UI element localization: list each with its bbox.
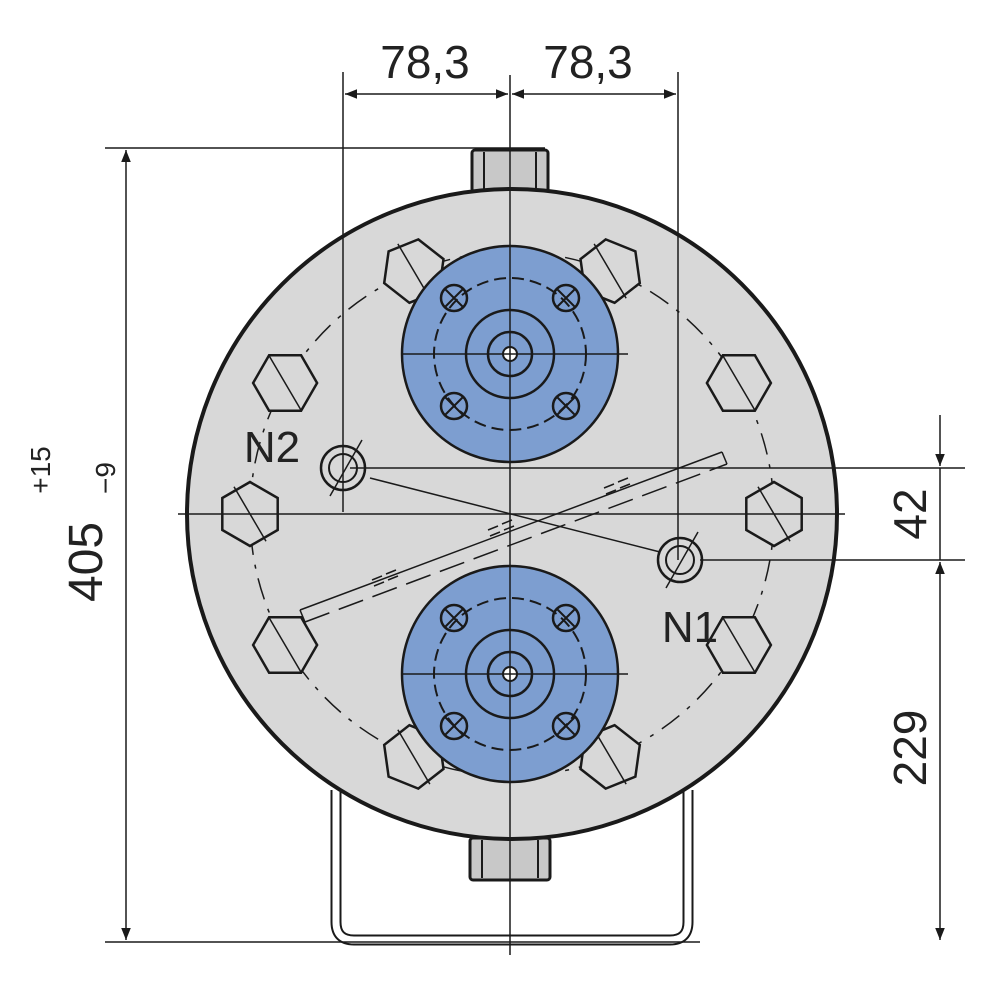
flange-bolt-hole xyxy=(439,391,469,421)
weld-marks xyxy=(371,477,631,587)
flange-bolt-hole xyxy=(439,283,469,313)
dim-tolerance-upper: +15 xyxy=(25,446,56,494)
hex-nut xyxy=(705,616,773,674)
flange-bolt-hole xyxy=(439,603,469,633)
flange-bolt-hole xyxy=(551,391,581,421)
dim-right-offset: 78,3 xyxy=(543,36,633,88)
dim-left-offset: 78,3 xyxy=(380,36,470,88)
dim-lower-height: 229 xyxy=(884,710,936,787)
flange-bolt-hole xyxy=(439,711,469,741)
dim-tolerance-lower: −9 xyxy=(90,462,121,494)
flange-bolt-hole xyxy=(551,603,581,633)
dim-nozzle-spacing: 42 xyxy=(884,488,936,539)
section-line xyxy=(299,451,723,611)
hex-nut xyxy=(251,616,319,674)
flange-bolt-hole xyxy=(551,711,581,741)
perimeter-hex-nuts xyxy=(221,237,803,791)
label-nozzle-n2: N2 xyxy=(244,423,300,472)
hex-nut xyxy=(705,354,773,412)
hex-nut xyxy=(251,354,319,412)
label-nozzle-n1: N1 xyxy=(662,603,718,652)
flange-bolt-hole xyxy=(551,283,581,313)
dim-overall-height: 405 xyxy=(60,522,113,602)
